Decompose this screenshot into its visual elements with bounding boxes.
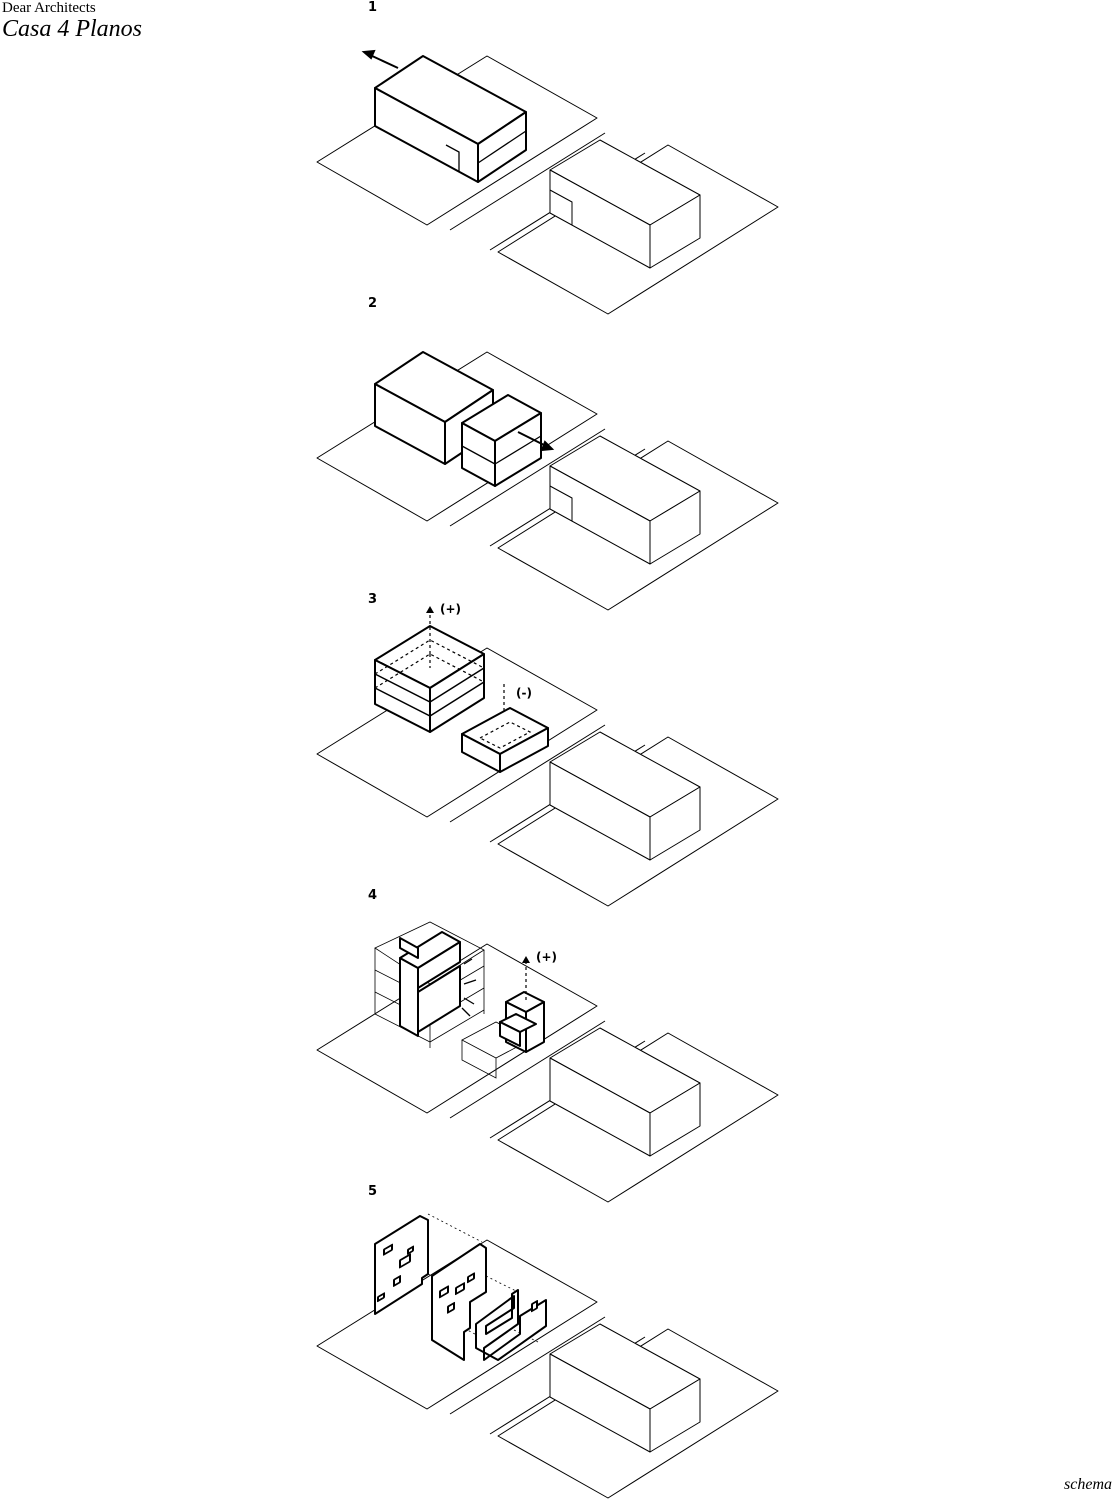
arrow-up-icon — [522, 956, 530, 963]
diagram-step-2: 2 — [300, 296, 800, 611]
remove-annotation: (-) — [516, 686, 532, 700]
wall-plane-2 — [431, 1243, 487, 1361]
window-opening — [383, 1243, 393, 1256]
window-opening — [439, 1285, 449, 1299]
house-entry-notch — [445, 144, 460, 172]
step-number: 4 — [368, 888, 378, 903]
neighbor-volume-side — [649, 786, 701, 861]
neighbor-volume-side — [649, 1378, 701, 1453]
diagram-step-3: 3 (+) (-) — [300, 592, 800, 907]
neighbor-volume-side — [649, 490, 701, 565]
arrow-head-icon — [540, 440, 555, 452]
axonometric-drawing — [316, 921, 779, 1203]
stacked-volume-side — [429, 653, 485, 733]
street-line — [449, 428, 606, 527]
wall-stub — [399, 937, 419, 959]
neighbor-volume-side — [649, 1082, 701, 1157]
window-opening — [407, 1245, 414, 1255]
move-arrow — [369, 54, 399, 69]
street-line — [449, 1020, 606, 1119]
annex-side — [525, 1001, 545, 1053]
wall-plane-3 — [475, 1289, 547, 1361]
court-outline — [461, 1040, 497, 1079]
add-annotation: (+) — [440, 602, 462, 616]
step-number: 5 — [368, 1184, 378, 1199]
window-opening — [531, 1300, 538, 1313]
low-volume-side — [499, 727, 549, 773]
stacked-floor-line — [374, 667, 485, 703]
wall-block-side — [417, 941, 461, 989]
axonometric-drawing — [316, 606, 779, 907]
light-ray — [463, 958, 473, 965]
step-number: 3 — [368, 592, 378, 607]
street-line — [449, 724, 606, 823]
house-floor-line — [477, 130, 527, 164]
stacked-floor-line — [374, 681, 485, 717]
step-number: 1 — [368, 0, 378, 15]
alignment-guide — [485, 1275, 519, 1293]
office-name: Dear Architects — [2, 0, 96, 16]
axonometric-drawing — [316, 1213, 779, 1499]
low-volume-inset — [478, 721, 532, 749]
diagram-step-1: 1 — [300, 0, 800, 315]
wall-block-front — [399, 957, 419, 1037]
window-opening — [467, 1272, 475, 1284]
window-opening — [455, 1282, 465, 1296]
axonometric-drawing — [316, 351, 779, 611]
site-plot-left — [316, 1239, 598, 1410]
move-arrow — [517, 431, 547, 447]
add-annotation: (+) — [536, 950, 558, 964]
window-opening — [377, 1292, 385, 1303]
neighbor-volume-side — [649, 194, 701, 269]
wall-block-side — [417, 965, 461, 1033]
annex-lower-front — [499, 1021, 521, 1047]
street-line — [449, 132, 606, 231]
window-opening — [447, 1301, 455, 1314]
frame-floor — [374, 1009, 485, 1043]
arrow-head-icon — [361, 49, 376, 60]
arrow-up-icon — [426, 606, 434, 613]
window-opening — [393, 1275, 401, 1287]
neighbor-annex — [549, 485, 573, 521]
alignment-guide — [427, 1213, 483, 1243]
axonometric-drawing — [316, 49, 779, 315]
light-ray — [461, 1007, 471, 1017]
window-opening — [399, 1253, 411, 1269]
neighbor-annex — [549, 189, 573, 225]
caption-label: schema — [1064, 1476, 1112, 1493]
street-line — [449, 1316, 606, 1415]
diagram-step-5: 5 — [300, 1184, 800, 1499]
volume-floor-line — [461, 445, 496, 465]
project-title: Casa 4 Planos — [2, 16, 143, 42]
light-ray — [463, 997, 475, 1005]
light-ray — [463, 979, 477, 985]
diagram-step-4: 4 (+) — [300, 888, 800, 1203]
step-number: 2 — [368, 296, 378, 311]
